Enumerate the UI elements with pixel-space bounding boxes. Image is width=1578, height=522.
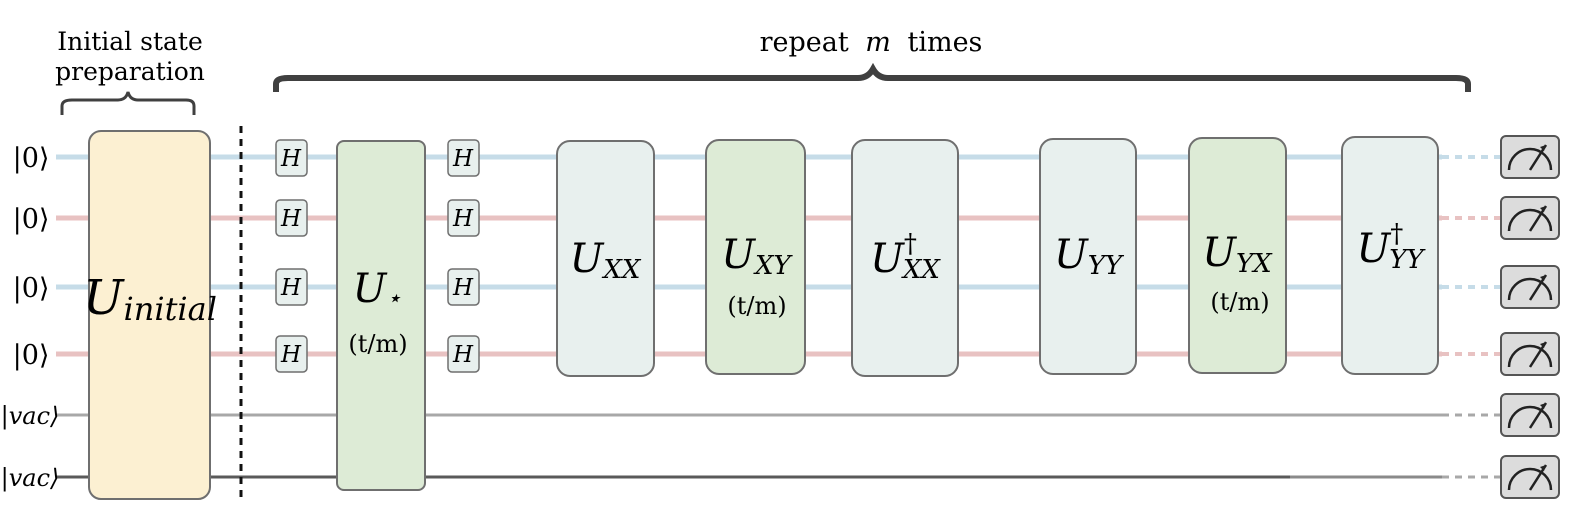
hadamard-gate	[447, 268, 480, 306]
hadamard-gate	[275, 139, 308, 177]
u-xx-dagger-main: U	[870, 236, 905, 282]
hadamard-label: H	[280, 146, 302, 172]
initial-state-brace	[60, 91, 196, 115]
hadamard-gate	[447, 335, 480, 373]
hadamard-gate	[447, 199, 480, 237]
input-ket-5: |vac⟩	[1, 402, 60, 431]
measurement-meter-icon	[1500, 265, 1560, 309]
hadamard-label: H	[280, 206, 302, 232]
input-ket-6: |vac⟩	[1, 464, 60, 493]
hadamard-label: H	[280, 342, 302, 368]
hadamard-gate	[275, 268, 308, 306]
u-xx-dagger-sup: †	[904, 229, 917, 259]
u-yy-dagger-sub: YY	[1389, 245, 1426, 275]
u-xx-label: UXX	[570, 236, 642, 285]
u-yy-dagger-main: U	[1356, 226, 1391, 272]
repeat-suffix: times	[907, 27, 982, 58]
measurement-column	[1500, 135, 1560, 499]
u-star-sub: ⋆	[386, 284, 401, 312]
u-yx-param: (t/m)	[1210, 288, 1269, 316]
measurement-meter-icon	[1500, 135, 1560, 179]
u-xy-main: U	[721, 232, 756, 278]
u-xy-gate	[705, 139, 806, 375]
measurement-meter-icon	[1500, 455, 1560, 499]
u-yy-main: U	[1054, 232, 1089, 278]
u-xx-dagger-label: U†XX	[870, 229, 941, 285]
hadamard-label: H	[452, 342, 474, 368]
u-yy-dagger-gate	[1341, 136, 1439, 375]
u-yy-gate	[1039, 138, 1137, 375]
u-yx-label: UYX	[1202, 230, 1273, 279]
u-yy-sub: YY	[1088, 251, 1125, 281]
input-states: |0⟩ |0⟩ |0⟩ |0⟩ |vac⟩ |vac⟩	[1, 143, 60, 493]
u-yy-label: UYY	[1054, 232, 1125, 281]
input-ket-3: |0⟩	[13, 273, 50, 304]
measurement-meter-icon	[1500, 332, 1560, 376]
u-star-label: U⋆	[353, 266, 402, 312]
u-yx-sub: YX	[1236, 249, 1273, 279]
u-star-param: (t/m)	[348, 330, 407, 358]
u-xy-sub: XY	[753, 251, 794, 281]
u-yy-dagger-sup: †	[1390, 219, 1403, 249]
repeat-prefix: repeat	[760, 27, 849, 58]
measurement-meter-icon	[1500, 393, 1560, 437]
u-initial-gate	[88, 130, 211, 500]
u-yx-main: U	[1202, 230, 1237, 276]
u-star-gate	[336, 140, 426, 491]
hadamard-column-left: H H H H	[275, 139, 308, 373]
u-yy-dagger-label: U†YY	[1356, 219, 1426, 275]
input-ket-1: |0⟩	[13, 143, 50, 174]
u-initial-sub: initial	[123, 290, 216, 328]
u-xx-dagger-gate	[851, 139, 959, 377]
hadamard-gate	[275, 335, 308, 373]
repeat-label: repeat m times	[760, 27, 983, 58]
repeat-brace	[273, 62, 1471, 92]
initial-state-label-line2: preparation	[55, 57, 205, 86]
u-star-main: U	[353, 266, 388, 312]
u-initial-main: U	[83, 270, 125, 326]
input-ket-2: |0⟩	[13, 204, 50, 235]
u-xx-main: U	[570, 236, 605, 282]
u-xy-label: UXY	[721, 232, 793, 281]
repeat-variable: m	[865, 27, 891, 58]
hadamard-gate	[447, 139, 480, 177]
measurement-meter-icon	[1500, 196, 1560, 240]
hadamard-label: H	[452, 206, 474, 232]
u-xx-sub: XX	[601, 255, 642, 285]
hadamard-label: H	[452, 146, 474, 172]
hadamard-gate	[275, 199, 308, 237]
initial-state-label-line1: Initial state	[57, 27, 202, 56]
u-xy-param: (t/m)	[727, 292, 786, 320]
hadamard-label: H	[280, 275, 302, 301]
hadamard-column-right: H H H H	[447, 139, 480, 373]
input-ket-4: |0⟩	[13, 340, 50, 371]
u-xx-dagger-sub: XX	[901, 255, 942, 285]
u-initial-label: Uinitial	[83, 270, 217, 328]
hadamard-label: H	[452, 275, 474, 301]
u-xx-gate	[556, 140, 655, 377]
u-yx-gate	[1188, 137, 1287, 374]
